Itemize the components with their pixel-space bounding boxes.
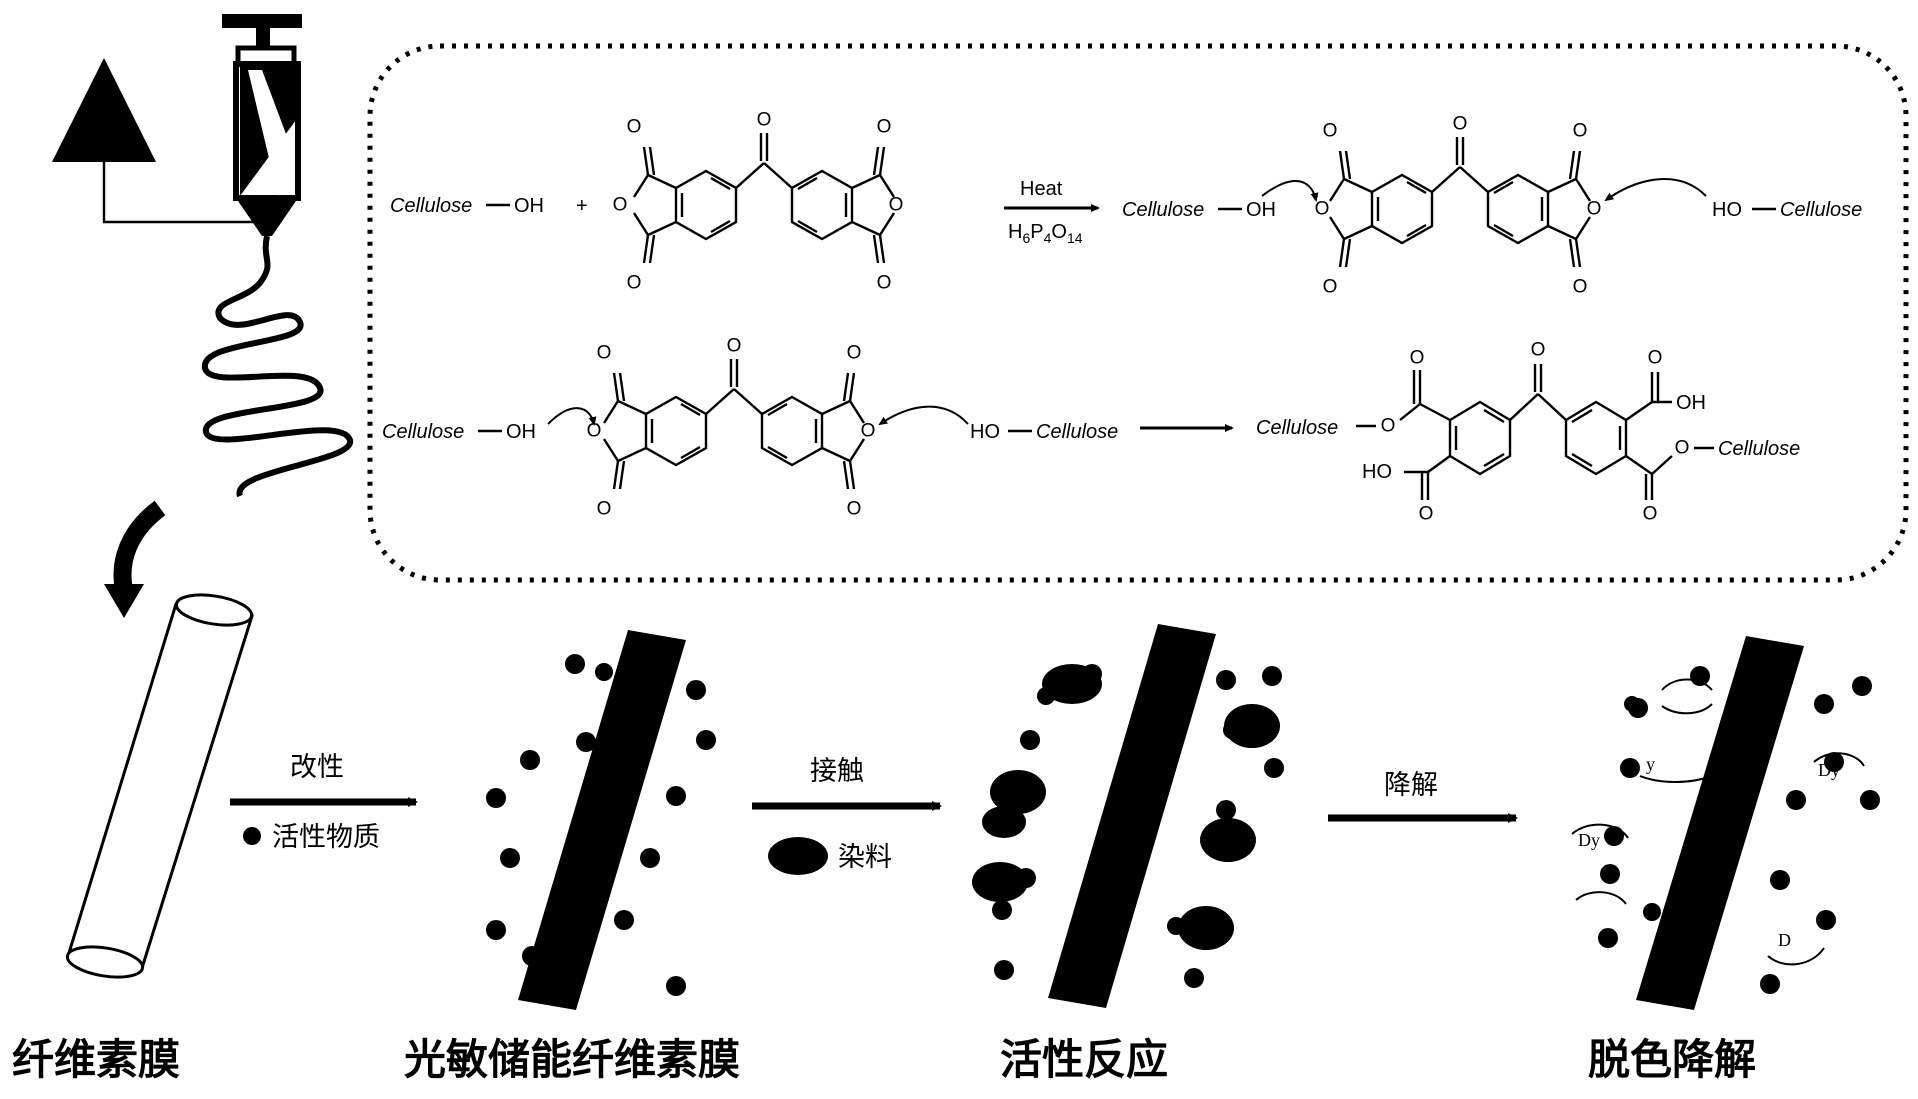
electrospinning-apparatus bbox=[52, 14, 353, 498]
stage-label-cellulose-membrane: 纤维素膜 bbox=[12, 1035, 180, 1084]
oxygen-atom: O bbox=[1648, 348, 1663, 369]
oxygen-atom: O bbox=[1587, 199, 1602, 220]
arrow-label-modify: 改性 bbox=[290, 752, 344, 783]
oxygen-atom: O bbox=[877, 273, 892, 294]
oxygen-atom: O bbox=[847, 499, 862, 520]
legend-active-substance: 活性物质 bbox=[272, 822, 380, 853]
reaction-row-1: Cellulose OH + O O O O O O O Heat H6P4O1… bbox=[390, 110, 1862, 298]
oxygen-atom: O bbox=[613, 195, 628, 216]
oxygen-atom: O bbox=[1573, 121, 1588, 142]
high-voltage-symbol bbox=[52, 58, 156, 162]
black-fiber-rod bbox=[1636, 636, 1804, 1010]
btda-oxygen-atoms: O O O O O O O bbox=[587, 336, 876, 520]
btda-oxygen-atoms: O O O O O O O bbox=[613, 110, 904, 294]
hydroxyl-label: HO bbox=[1712, 199, 1742, 221]
fragment-text: y bbox=[1646, 754, 1655, 774]
curved-arrow-icon bbox=[104, 500, 166, 618]
oxygen-atom: O bbox=[889, 195, 904, 216]
syringe-icon bbox=[222, 14, 302, 236]
condition-catalyst: H6P4O14 bbox=[1008, 221, 1083, 246]
btda-molecule bbox=[602, 357, 866, 491]
oxygen-atom: O bbox=[1675, 438, 1690, 459]
cellulose-label: Cellulose bbox=[1256, 417, 1338, 439]
fragment-text: Dy bbox=[1578, 830, 1600, 850]
hydroxyl-label: OH bbox=[1246, 199, 1276, 221]
stage-label-active-reaction: 活性反应 bbox=[1000, 1035, 1168, 1084]
oxygen-atom: O bbox=[1323, 121, 1338, 142]
reaction-scheme-box bbox=[367, 43, 1909, 583]
hydroxyl-label: OH bbox=[506, 421, 536, 443]
cellulose-label: Cellulose bbox=[1780, 199, 1862, 221]
oxygen-atom: O bbox=[877, 117, 892, 138]
arrow-label-contact: 接触 bbox=[810, 756, 864, 787]
acid-hydroxyl-label: OH bbox=[1676, 392, 1706, 414]
btda-molecule bbox=[1328, 135, 1592, 269]
hydroxyl-label: OH bbox=[514, 195, 544, 217]
oxygen-atom: O bbox=[1643, 504, 1658, 525]
oxygen-atom: O bbox=[861, 421, 876, 442]
fragment-text: Dy bbox=[1818, 760, 1840, 780]
black-fiber-rod bbox=[518, 630, 686, 1010]
plus-sign: + bbox=[576, 195, 588, 217]
stage-label-decolorization: 脱色降解 bbox=[1588, 1035, 1756, 1084]
black-fiber-rod bbox=[1048, 624, 1216, 1008]
hydroxyl-label: HO bbox=[970, 421, 1000, 443]
cellulose-membrane-rod bbox=[65, 593, 254, 979]
active-substance-dot-icon bbox=[243, 827, 261, 845]
photosensitive-membrane bbox=[486, 630, 716, 1010]
oxygen-atom: O bbox=[597, 343, 612, 364]
oxygen-atom: O bbox=[727, 336, 742, 357]
stage-label-photosensitive-membrane: 光敏储能纤维素膜 bbox=[404, 1035, 740, 1084]
oxygen-atom: O bbox=[1381, 416, 1396, 437]
oxygen-atom: O bbox=[757, 110, 772, 131]
active-particles bbox=[992, 664, 1284, 988]
dye-ellipse-icon bbox=[768, 837, 828, 875]
oxygen-atom: O bbox=[1419, 504, 1434, 525]
arrow-label-degrade: 降解 bbox=[1384, 770, 1438, 801]
oxygen-atom: O bbox=[627, 117, 642, 138]
condition-heat: Heat bbox=[1020, 178, 1063, 200]
stage-labels: 纤维素膜 光敏储能纤维素膜 活性反应 脱色降解 bbox=[12, 1035, 1756, 1084]
oxygen-atom: O bbox=[847, 343, 862, 364]
cellulose-label: Cellulose bbox=[1036, 421, 1118, 443]
oxygen-atom: O bbox=[1573, 277, 1588, 298]
process-arrow-degrade: 降解 bbox=[1328, 770, 1518, 823]
oxygen-atom: O bbox=[1323, 277, 1338, 298]
cellulose-label: Cellulose bbox=[382, 421, 464, 443]
spinning-jet bbox=[202, 235, 353, 498]
oxygen-atom: O bbox=[1315, 199, 1330, 220]
cellulose-label: Cellulose bbox=[1122, 199, 1204, 221]
legend-dye: 染料 bbox=[838, 842, 892, 873]
cellulose-label: Cellulose bbox=[390, 195, 472, 217]
active-particles bbox=[486, 654, 716, 996]
oxygen-atom: O bbox=[587, 421, 602, 442]
decolorization-membrane: y Dy Dy D bbox=[1571, 636, 1880, 1010]
oxygen-atom: O bbox=[627, 273, 642, 294]
btda-molecule bbox=[632, 131, 896, 265]
fragment-text: D bbox=[1778, 930, 1791, 950]
process-arrow-modify: 改性 活性物质 bbox=[230, 752, 418, 853]
active-reaction-membrane bbox=[972, 624, 1284, 1008]
degraded-dye-fragments: y Dy Dy D bbox=[1571, 678, 1865, 966]
reaction-row-2: Cellulose OH O O O O O O O HO Cellulose … bbox=[382, 336, 1800, 525]
oxygen-atom: O bbox=[1410, 348, 1425, 369]
oxygen-atom: O bbox=[1453, 114, 1468, 135]
oxygen-atom: O bbox=[597, 499, 612, 520]
btda-oxygen-atoms: O O O O O O O bbox=[1315, 114, 1602, 298]
ester-product-molecule: Cellulose O O O HO O bbox=[1256, 340, 1800, 525]
active-particles bbox=[1598, 666, 1880, 994]
acid-hydroxyl-label: HO bbox=[1362, 461, 1392, 483]
process-arrow-contact: 接触 染料 bbox=[752, 756, 942, 875]
cellulose-label: Cellulose bbox=[1718, 438, 1800, 460]
oxygen-atom: O bbox=[1531, 340, 1546, 361]
